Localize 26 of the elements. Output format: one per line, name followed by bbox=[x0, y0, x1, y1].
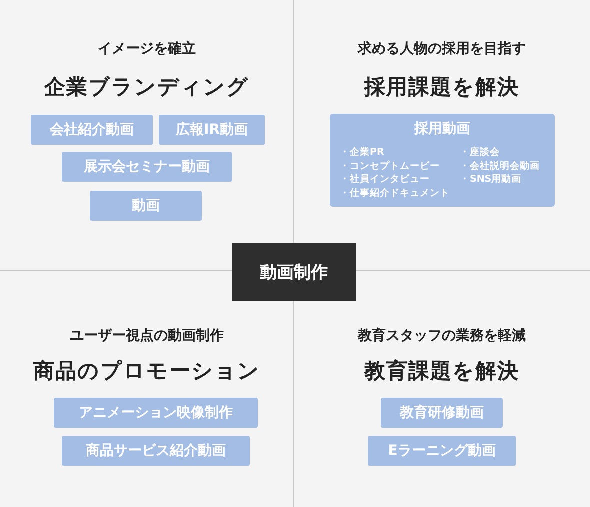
tag-label: 教育研修動画 bbox=[381, 398, 503, 428]
list-item: ・企業PR bbox=[340, 146, 384, 159]
section-subheading: 教育スタッフの業務を軽減 bbox=[356, 327, 527, 345]
tag-label: 会社紹介動画 bbox=[31, 115, 153, 145]
list-item: ・社員インタビュー bbox=[340, 173, 430, 186]
section-heading: 商品のプロモーション bbox=[32, 357, 262, 385]
section-subheading: イメージを確立 bbox=[97, 40, 197, 58]
tag-label: 広報IR動画 bbox=[159, 115, 265, 145]
list-item: ・会社説明会動画 bbox=[460, 160, 540, 172]
center-box: 動画制作 bbox=[232, 243, 356, 301]
section-subheading: 求める人物の採用を目指す bbox=[356, 40, 527, 58]
section-heading: 企業ブランディング bbox=[43, 73, 250, 101]
section-heading: 採用課題を解決 bbox=[363, 73, 520, 101]
tag-label: 商品サービス紹介動画 bbox=[62, 436, 250, 466]
panel-heading: 採用動画 bbox=[413, 120, 472, 138]
tag-label: アニメーション映像制作 bbox=[54, 398, 258, 428]
list-item: ・コンセプトムービー bbox=[340, 160, 440, 172]
list-item: ・SNS用動画 bbox=[460, 173, 522, 186]
category-panel bbox=[330, 114, 555, 207]
tag-label: Eラーニング動画 bbox=[368, 436, 516, 466]
tag-label: 動画 bbox=[90, 191, 202, 221]
tag-label: 展示会セミナー動画 bbox=[62, 152, 232, 182]
section-heading: 教育課題を解決 bbox=[363, 357, 520, 385]
list-item: ・座談会 bbox=[460, 146, 500, 159]
section-subheading: ユーザー視点の動画制作 bbox=[69, 327, 225, 345]
list-item: ・仕事紹介ドキュメント bbox=[340, 186, 450, 200]
